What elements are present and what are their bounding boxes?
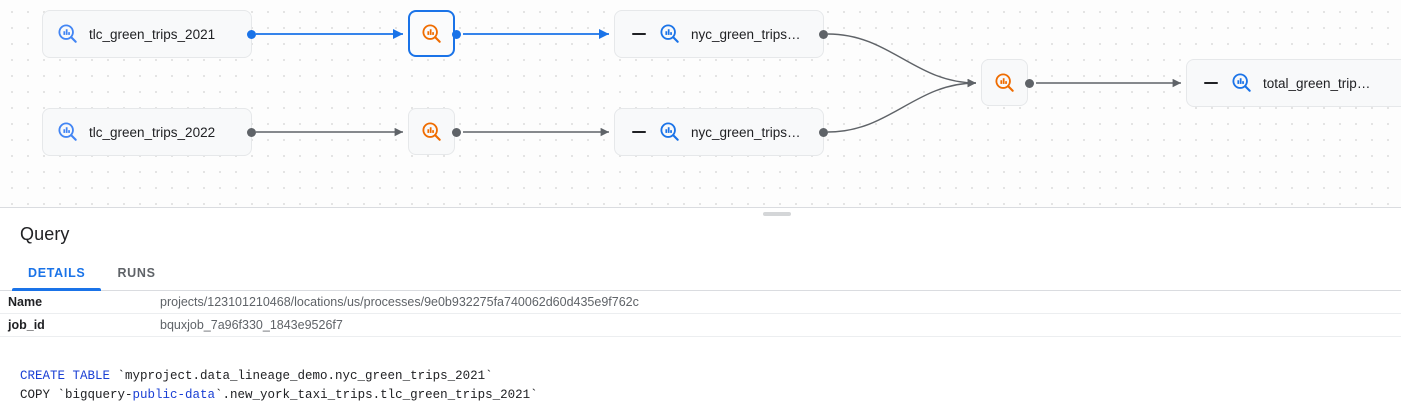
edge-nyc2-proc3 <box>827 78 977 133</box>
lineage-node-label: tlc_green_trips_2021 <box>89 26 216 42</box>
tab-runs[interactable]: RUNS <box>117 266 156 280</box>
detail-key: Name <box>8 295 43 309</box>
node-port-out-nyc2[interactable] <box>819 128 828 137</box>
sql-text: `myproject.data_lineage_demo.nyc_green_t… <box>110 369 493 383</box>
lineage-node-process-selected[interactable] <box>408 10 455 57</box>
detail-row-name: Name projects/123101210468/locations/us/… <box>0 291 1401 314</box>
bigquery-process-icon <box>421 121 441 141</box>
detail-value: projects/123101210468/locations/us/proce… <box>160 295 639 309</box>
lineage-node-process-2[interactable] <box>408 108 455 155</box>
lineage-node-label: nyc_green_trips… <box>691 26 801 42</box>
node-port-out-process-3[interactable] <box>1025 79 1034 88</box>
detail-key: job_id <box>8 318 45 332</box>
detail-row-job-id: job_id bquxjob_7a96f330_1843e9526f7 <box>0 314 1401 337</box>
node-port-out-process-2[interactable] <box>452 128 461 137</box>
sql-text: `.new_york_taxi_trips.tlc_green_trips_20… <box>215 388 538 402</box>
lineage-node-process-3[interactable] <box>981 59 1028 106</box>
lineage-node-total-green-trips[interactable]: total_green_trip… <box>1186 59 1401 107</box>
lineage-edges <box>256 28 1181 137</box>
lineage-node-label: nyc_green_trips… <box>691 124 801 140</box>
lineage-node-tlc-green-trips-2021[interactable]: tlc_green_trips_2021 <box>42 10 252 58</box>
query-detail-panel: Query DETAILS RUNS Name projects/1231012… <box>0 208 1401 417</box>
node-port-out-tlc2021[interactable] <box>247 30 256 39</box>
lineage-node-label: total_green_trip… <box>1263 75 1371 91</box>
sql-code-block[interactable]: CREATE TABLE `myproject.data_lineage_dem… <box>0 359 1401 405</box>
sql-text: COPY `bigquery- <box>20 388 133 402</box>
node-port-out-nyc1[interactable] <box>819 30 828 39</box>
panel-divider <box>0 207 1401 208</box>
panel-tabs: DETAILS RUNS <box>0 254 1401 291</box>
bigquery-table-icon <box>660 24 679 43</box>
collapse-icon[interactable] <box>629 24 649 44</box>
collapse-icon[interactable] <box>629 122 649 142</box>
edge-nyc1-proc3 <box>827 33 977 88</box>
panel-resize-handle[interactable] <box>763 212 791 216</box>
tab-details[interactable]: DETAILS <box>12 266 102 291</box>
lineage-node-label: tlc_green_trips_2022 <box>89 124 216 140</box>
collapse-icon[interactable] <box>1201 73 1221 93</box>
bigquery-table-icon <box>58 24 77 43</box>
bigquery-table-icon <box>1232 73 1251 92</box>
bigquery-process-icon <box>421 23 441 43</box>
bigquery-table-icon <box>58 122 77 141</box>
bigquery-process-icon <box>994 72 1014 92</box>
node-port-out-process-selected[interactable] <box>452 30 461 39</box>
bigquery-table-icon <box>660 122 679 141</box>
lineage-node-tlc-green-trips-2022[interactable]: tlc_green_trips_2022 <box>42 108 252 156</box>
details-table: Name projects/123101210468/locations/us/… <box>0 291 1401 337</box>
lineage-node-nyc-green-trips-1[interactable]: nyc_green_trips… <box>614 10 824 58</box>
lineage-canvas[interactable]: tlc_green_trips_2021 tlc_green_trips_202… <box>0 0 1401 207</box>
sql-keyword: CREATE TABLE <box>20 369 111 383</box>
sql-keyword: public-data <box>132 388 216 402</box>
panel-title: Query <box>20 224 70 244</box>
lineage-node-nyc-green-trips-2[interactable]: nyc_green_trips… <box>614 108 824 156</box>
detail-value: bquxjob_7a96f330_1843e9526f7 <box>160 318 343 332</box>
node-port-out-tlc2022[interactable] <box>247 128 256 137</box>
